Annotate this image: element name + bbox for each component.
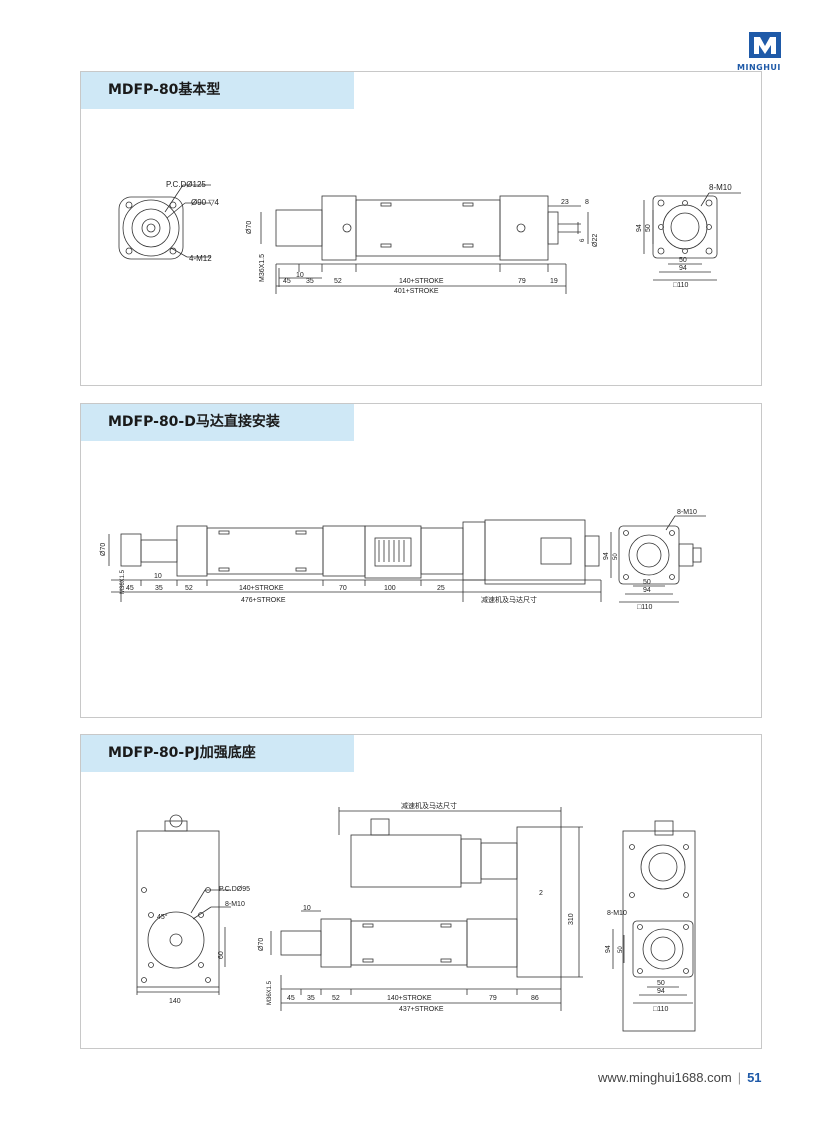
dim-square: □110	[653, 1006, 668, 1013]
label-m10: 8-M10	[677, 509, 697, 516]
dim-52: 52	[334, 278, 342, 285]
dim-94h: 94	[657, 988, 665, 995]
dim-35: 35	[307, 995, 315, 1002]
panel-direct-motor: MDFP-80-D马达直接安装	[80, 403, 762, 718]
dim-140: 140	[169, 998, 181, 1005]
minghui-logo	[749, 32, 781, 58]
panel-title: MDFP-80基本型	[81, 72, 354, 109]
dim-79: 79	[518, 278, 526, 285]
label-motor-size: 减速机及马达尺寸	[481, 595, 537, 604]
page-number: 51	[747, 1070, 762, 1085]
panel-basic: MDFP-80基本型	[80, 71, 762, 386]
dim-d22: Ø22	[592, 234, 599, 247]
dim-10: 10	[154, 573, 162, 580]
dim-25: 25	[437, 585, 445, 592]
dim-2: 2	[539, 890, 543, 897]
dim-310: 310	[568, 913, 575, 925]
dim-stroke: 140+STROKE	[387, 995, 432, 1002]
dim-45: 45	[283, 278, 291, 285]
dim-8: 8	[585, 199, 589, 206]
dim-6: 6	[580, 238, 586, 242]
dim-50h: 50	[679, 257, 687, 264]
drawing-reinforced-base: P.C.DØ95 8-M10 45° 60 140 减速机及马达尺寸 10 2 …	[136, 801, 696, 1032]
dim-45: 45	[287, 995, 295, 1002]
panel-reinforced-base: MDFP-80-PJ加强底座	[80, 734, 762, 1049]
panel-title: MDFP-80-PJ加强底座	[81, 735, 354, 772]
website-link[interactable]: www.minghui1688.com	[598, 1070, 732, 1085]
dim-thread: M36X1.5	[267, 980, 273, 1005]
drawing-direct-motor: Ø70 M36X1.5 10 45 35 52 140+STROKE 70 10…	[100, 509, 706, 611]
dim-35: 35	[306, 278, 314, 285]
brand-name: MINGHUI	[737, 63, 781, 72]
label-holes: 4-M12	[189, 254, 212, 263]
dim-total: 437+STROKE	[399, 1006, 444, 1013]
dim-94v: 94	[636, 224, 643, 232]
dim-79: 79	[489, 995, 497, 1002]
panel-title: MDFP-80-D马达直接安装	[81, 404, 354, 441]
label-bore: Ø90 ▽4	[191, 198, 219, 207]
dim-total: 476+STROKE	[241, 597, 286, 604]
dim-square: □110	[673, 282, 688, 289]
label-m10a: 8-M10	[225, 901, 245, 908]
label-motor-size: 减速机及马达尺寸	[401, 801, 457, 810]
dim-45: 45	[126, 585, 134, 592]
dim-square: □110	[637, 604, 652, 611]
dim-stroke: 140+STROKE	[399, 278, 444, 285]
dim-50v: 50	[645, 224, 652, 232]
dim-94h: 94	[679, 265, 687, 272]
dim-thread: M36X1.5	[259, 254, 266, 282]
dim-70: 70	[339, 585, 347, 592]
dim-stroke: 140+STROKE	[239, 585, 284, 592]
dim-94h: 94	[643, 587, 651, 594]
dim-52: 52	[332, 995, 340, 1002]
label-m10: 8-M10	[607, 910, 627, 917]
dim-100: 100	[384, 585, 396, 592]
dim-50v: 50	[613, 553, 619, 560]
dim-thread: M36X1.5	[120, 569, 126, 594]
dim-50v: 50	[618, 946, 624, 953]
dim-86: 86	[531, 995, 539, 1002]
drawing-basic: P.C.DØ125 Ø90 ▽4 4-M12 Ø70 M36X1.5 10 45…	[118, 180, 741, 295]
label-pcd: P.C.DØ95	[219, 886, 250, 893]
dim-d70: Ø70	[100, 543, 107, 556]
dim-d70: Ø70	[258, 938, 265, 951]
dim-d70: Ø70	[246, 221, 253, 234]
dim-10: 10	[303, 905, 311, 912]
page-footer: www.minghui1688.com | 51	[598, 1070, 762, 1085]
dim-35: 35	[155, 585, 163, 592]
footer-separator: |	[737, 1070, 742, 1085]
dim-60: 60	[218, 951, 225, 959]
dim-23: 23	[561, 199, 569, 206]
label-m10: 8-M10	[709, 183, 732, 192]
label-pcd: P.C.DØ125	[166, 180, 206, 189]
dim-94v: 94	[603, 552, 610, 560]
dim-94v: 94	[605, 945, 612, 953]
dim-total: 401+STROKE	[394, 288, 439, 295]
dim-50h: 50	[643, 579, 651, 586]
dim-50h: 50	[657, 980, 665, 987]
label-angle: 45°	[157, 913, 168, 921]
dim-19: 19	[550, 278, 558, 285]
dim-10: 10	[296, 272, 304, 279]
dim-52: 52	[185, 585, 193, 592]
